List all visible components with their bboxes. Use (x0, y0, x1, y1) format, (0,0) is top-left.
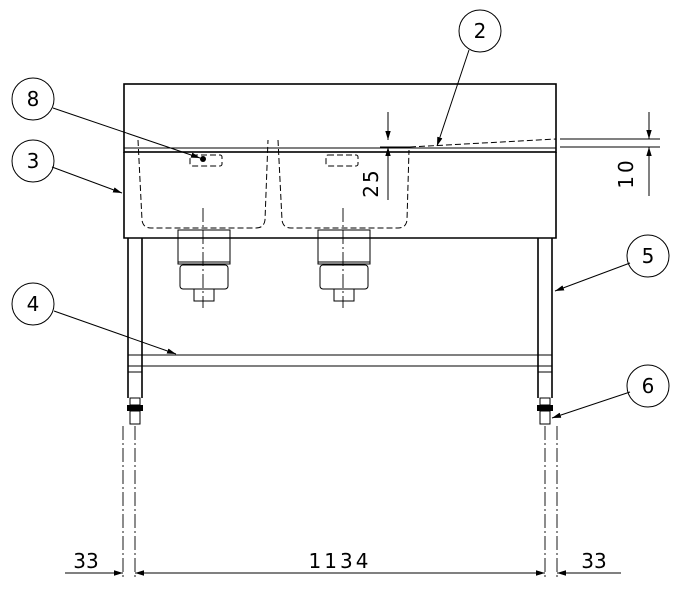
drainboard-hidden-line (409, 138, 557, 148)
adjuster-foot-left (127, 397, 143, 425)
bottom-dimension: 33 1134 33 (65, 549, 621, 576)
leg-left (127, 238, 143, 398)
leader-lines (51, 49, 631, 419)
svg-text:5: 5 (642, 244, 655, 268)
cross-brace (127, 354, 553, 367)
dim-span: 1134 (309, 549, 372, 573)
callout-6: 6 (626, 364, 670, 408)
leg-right (537, 238, 553, 398)
adjuster-foot-right (537, 397, 553, 425)
sink-body (123, 147, 557, 239)
drain-trap-left (177, 229, 231, 302)
callout-8: 8 (11, 77, 55, 121)
callout-3: 3 (11, 139, 55, 183)
backsplash (123, 83, 557, 153)
drain-trap-right (317, 229, 371, 302)
callout-4: 4 (11, 282, 55, 326)
svg-text:3: 3 (27, 149, 40, 173)
dim-backsplash-height: 10 (614, 157, 638, 188)
svg-text:8: 8 (27, 87, 40, 111)
callout-2: 2 (458, 9, 502, 53)
dim-rim-depth: 25 (359, 168, 383, 197)
svg-text:2: 2 (474, 19, 487, 43)
svg-text:4: 4 (27, 292, 40, 316)
sink-bowl-left (137, 139, 269, 308)
dim-backsplash: 10 (560, 112, 660, 196)
dim-left-offset: 33 (73, 549, 98, 573)
overflow-hole-dot (200, 156, 206, 162)
svg-text:6: 6 (642, 374, 655, 398)
sink-bowl-right (277, 139, 410, 308)
extension-lines (122, 426, 558, 580)
callout-5: 5 (626, 234, 670, 278)
dim-right-offset: 33 (581, 549, 606, 573)
dim-rim: 25 (359, 112, 410, 200)
